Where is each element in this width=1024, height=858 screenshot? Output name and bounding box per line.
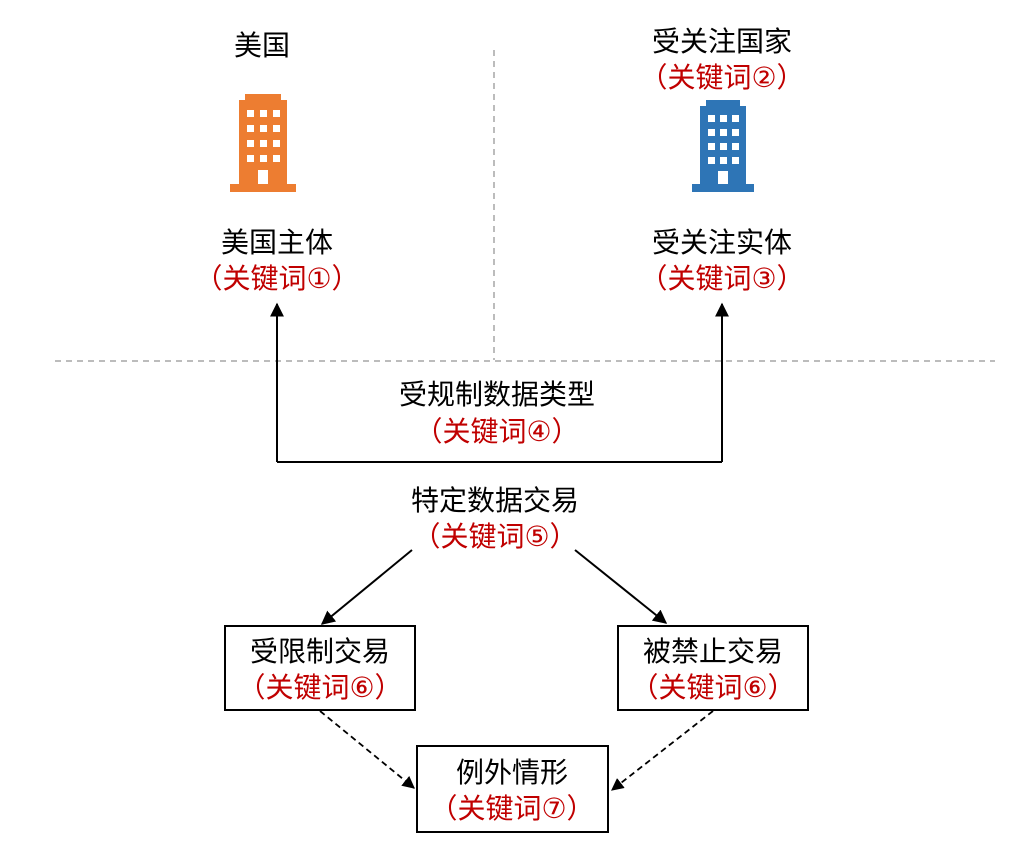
transaction-label: 特定数据交易 bbox=[410, 484, 580, 517]
arrow-to-restricted bbox=[320, 549, 413, 625]
exceptions-box bbox=[416, 745, 609, 833]
keyword-7: （关键词⑦） bbox=[429, 792, 595, 825]
foreign-entity-label: 受关注实体 bbox=[651, 226, 793, 259]
us-title: 美国 bbox=[233, 29, 291, 62]
arrow-to-prohibited bbox=[574, 549, 668, 624]
keyword-6-restricted: （关键词⑥） bbox=[237, 671, 403, 704]
keyword-2: （关键词②） bbox=[639, 61, 805, 94]
us-building-icon bbox=[230, 94, 296, 192]
keyword-1: （关键词①） bbox=[194, 262, 360, 295]
foreign-building-icon bbox=[692, 100, 754, 192]
keyword-4: （关键词④） bbox=[414, 415, 580, 448]
exceptions-label: 例外情形 bbox=[455, 756, 569, 789]
dashed-arrow-prohibited-exceptions bbox=[611, 710, 714, 791]
us-entity-label: 美国主体 bbox=[220, 226, 334, 259]
keyword-6-prohibited: （关键词⑥） bbox=[630, 671, 796, 704]
keyword-5: （关键词⑤） bbox=[412, 520, 578, 553]
foreign-title: 受关注国家 bbox=[651, 25, 793, 58]
prohibited-label: 被禁止交易 bbox=[642, 635, 784, 668]
data-type-label: 受规制数据类型 bbox=[398, 378, 596, 411]
restricted-transaction-box bbox=[224, 625, 416, 711]
prohibited-transaction-box bbox=[617, 625, 809, 711]
restricted-label: 受限制交易 bbox=[249, 635, 391, 668]
keyword-3: （关键词③） bbox=[639, 262, 805, 295]
dashed-arrow-restricted-exceptions bbox=[319, 710, 415, 789]
